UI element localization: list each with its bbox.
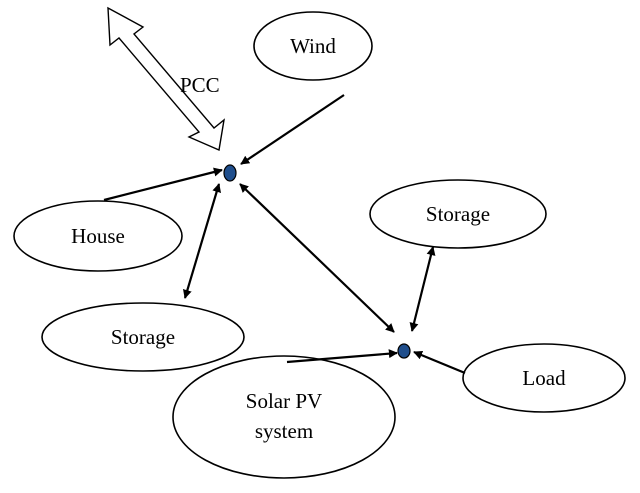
node-storage-left: Storage (41, 302, 245, 372)
storage-right-label: Storage (426, 202, 490, 226)
edge-wind-to-bus1 (240, 94, 345, 165)
load-label: Load (522, 366, 566, 390)
node-house: House (13, 200, 183, 272)
bus-node-2 (397, 343, 411, 359)
node-wind: Wind (253, 11, 373, 81)
wind-label: Wind (290, 34, 336, 58)
storage-left-label: Storage (111, 325, 175, 349)
node-load: Load (462, 343, 626, 413)
edge-load-to-bus2 (413, 350, 466, 375)
node-storage-right: Storage (369, 179, 547, 249)
solar-pv-label-line1: Solar PV (246, 389, 322, 413)
node-solar-pv: Solar PV system (172, 355, 396, 479)
load-ellipse (462, 343, 626, 413)
edge-bus1-storage-left (183, 183, 221, 299)
edge-bus2-storage-right (409, 246, 436, 332)
pcc-label: PCC (180, 73, 220, 97)
edge-house-to-bus1 (103, 167, 223, 202)
house-ellipse (13, 200, 183, 272)
house-label: House (71, 224, 125, 248)
edge-bus1-bus2 (239, 183, 395, 333)
storage-left-ellipse (41, 302, 245, 372)
wind-ellipse (253, 11, 373, 81)
edge-solar-to-bus2 (286, 349, 398, 364)
pcc-double-arrow (107, 6, 225, 151)
bus-node-1 (223, 164, 237, 182)
solar-pv-ellipse (172, 355, 396, 479)
solar-pv-label-line2: system (255, 419, 313, 443)
